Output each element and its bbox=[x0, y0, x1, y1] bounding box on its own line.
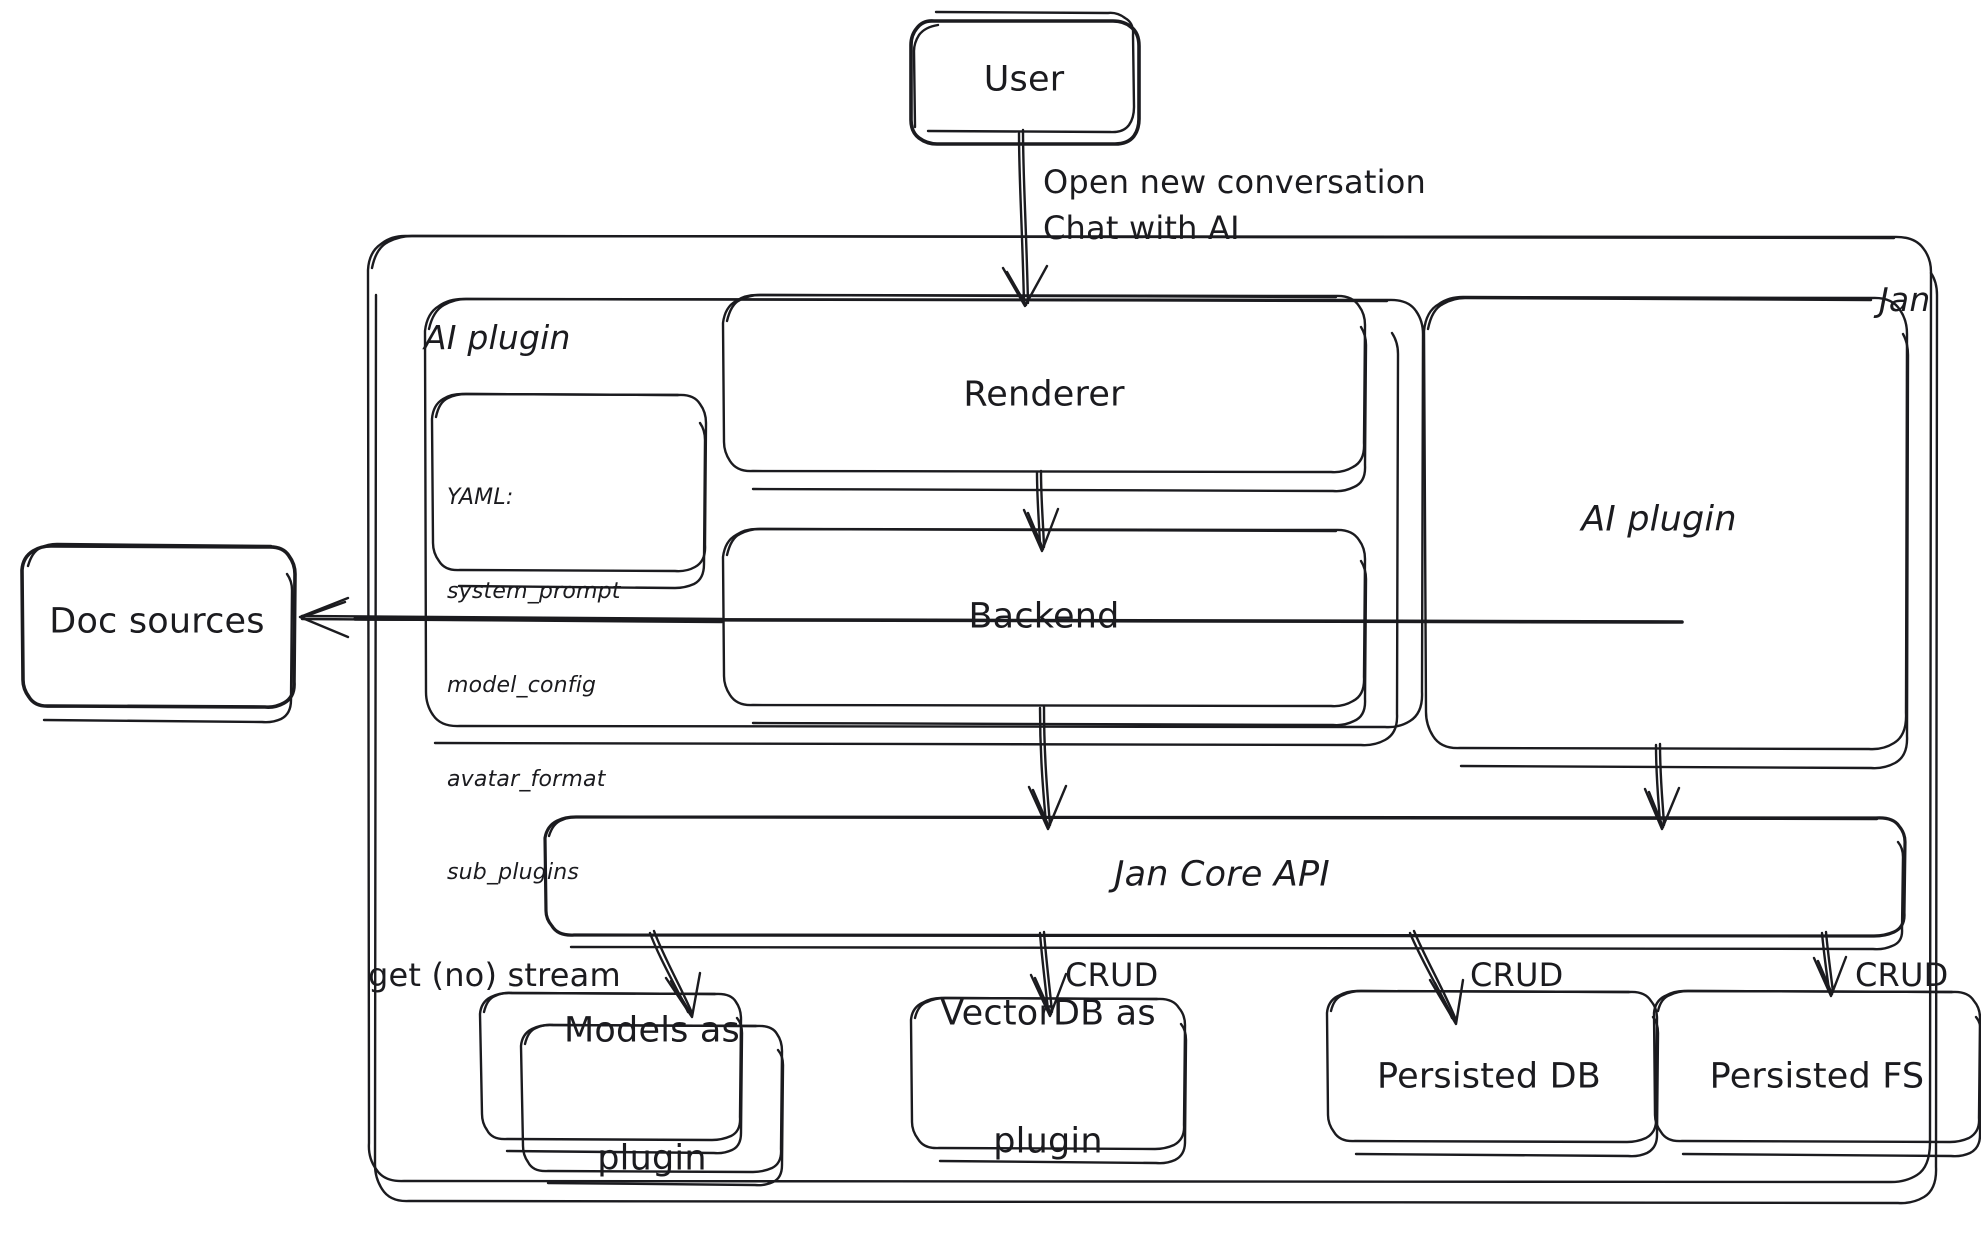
backend-node-shape bbox=[721, 527, 1368, 727]
persisted-db-node-shape bbox=[1325, 989, 1660, 1158]
edge-backend-to-doc-sources bbox=[298, 596, 1684, 639]
edge-backend-to-core bbox=[1027, 705, 1068, 831]
yaml-card-shape bbox=[430, 392, 708, 590]
ai-plugin-group-shape bbox=[423, 297, 1425, 747]
edge-renderer-to-backend bbox=[1022, 469, 1060, 553]
edge-core-to-models bbox=[648, 929, 702, 1019]
jan-container-shape bbox=[366, 234, 1939, 1205]
edge-user-to-renderer bbox=[1001, 128, 1049, 308]
user-node-shape bbox=[909, 10, 1141, 146]
ai-plugin-node-shape bbox=[1422, 295, 1910, 770]
doc-sources-node-shape bbox=[20, 542, 297, 724]
edge-core-to-vectordb bbox=[1029, 930, 1068, 1018]
persisted-fs-node-shape bbox=[1652, 989, 1981, 1158]
models-plugin-back-card-shape bbox=[478, 991, 744, 1155]
renderer-node-shape bbox=[721, 293, 1368, 493]
models-plugin-front-card-shape bbox=[519, 1023, 785, 1187]
edge-core-to-persisted-db bbox=[1408, 929, 1465, 1026]
edge-core-to-persisted-fs bbox=[1812, 930, 1848, 998]
jan-core-api-node-shape bbox=[543, 815, 1907, 951]
vectordb-plugin-node-shape bbox=[909, 996, 1188, 1165]
